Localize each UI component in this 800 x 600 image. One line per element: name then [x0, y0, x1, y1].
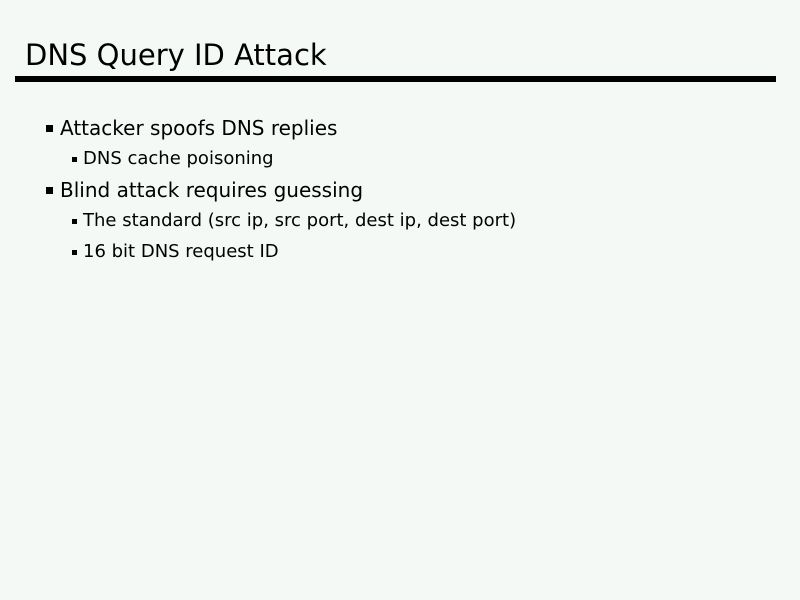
bullet-list: Attacker spoofs DNS replies DNS cache po… — [0, 112, 800, 267]
bullet-item-level1: Blind attack requires guessing — [0, 174, 800, 205]
bullet-square-icon — [72, 157, 77, 162]
bullet-item-level2: DNS cache poisoning — [0, 143, 800, 174]
bullet-square-icon — [46, 125, 53, 132]
title-underline-rule — [15, 76, 776, 82]
bullet-text: The standard (src ip, src port, dest ip,… — [83, 210, 517, 231]
bullet-item-level2: 16 bit DNS request ID — [0, 236, 800, 267]
bullet-square-icon — [72, 250, 77, 255]
bullet-text: Blind attack requires guessing — [60, 177, 364, 202]
bullet-text: 16 bit DNS request ID — [83, 241, 279, 262]
bullet-text: Attacker spoofs DNS replies — [60, 115, 338, 140]
slide-title: DNS Query ID Attack — [25, 38, 327, 72]
bullet-item-level1: Attacker spoofs DNS replies — [0, 112, 800, 143]
bullet-square-icon — [72, 219, 77, 224]
bullet-text: DNS cache poisoning — [83, 148, 274, 169]
bullet-item-level2: The standard (src ip, src port, dest ip,… — [0, 205, 800, 236]
bullet-square-icon — [46, 187, 53, 194]
